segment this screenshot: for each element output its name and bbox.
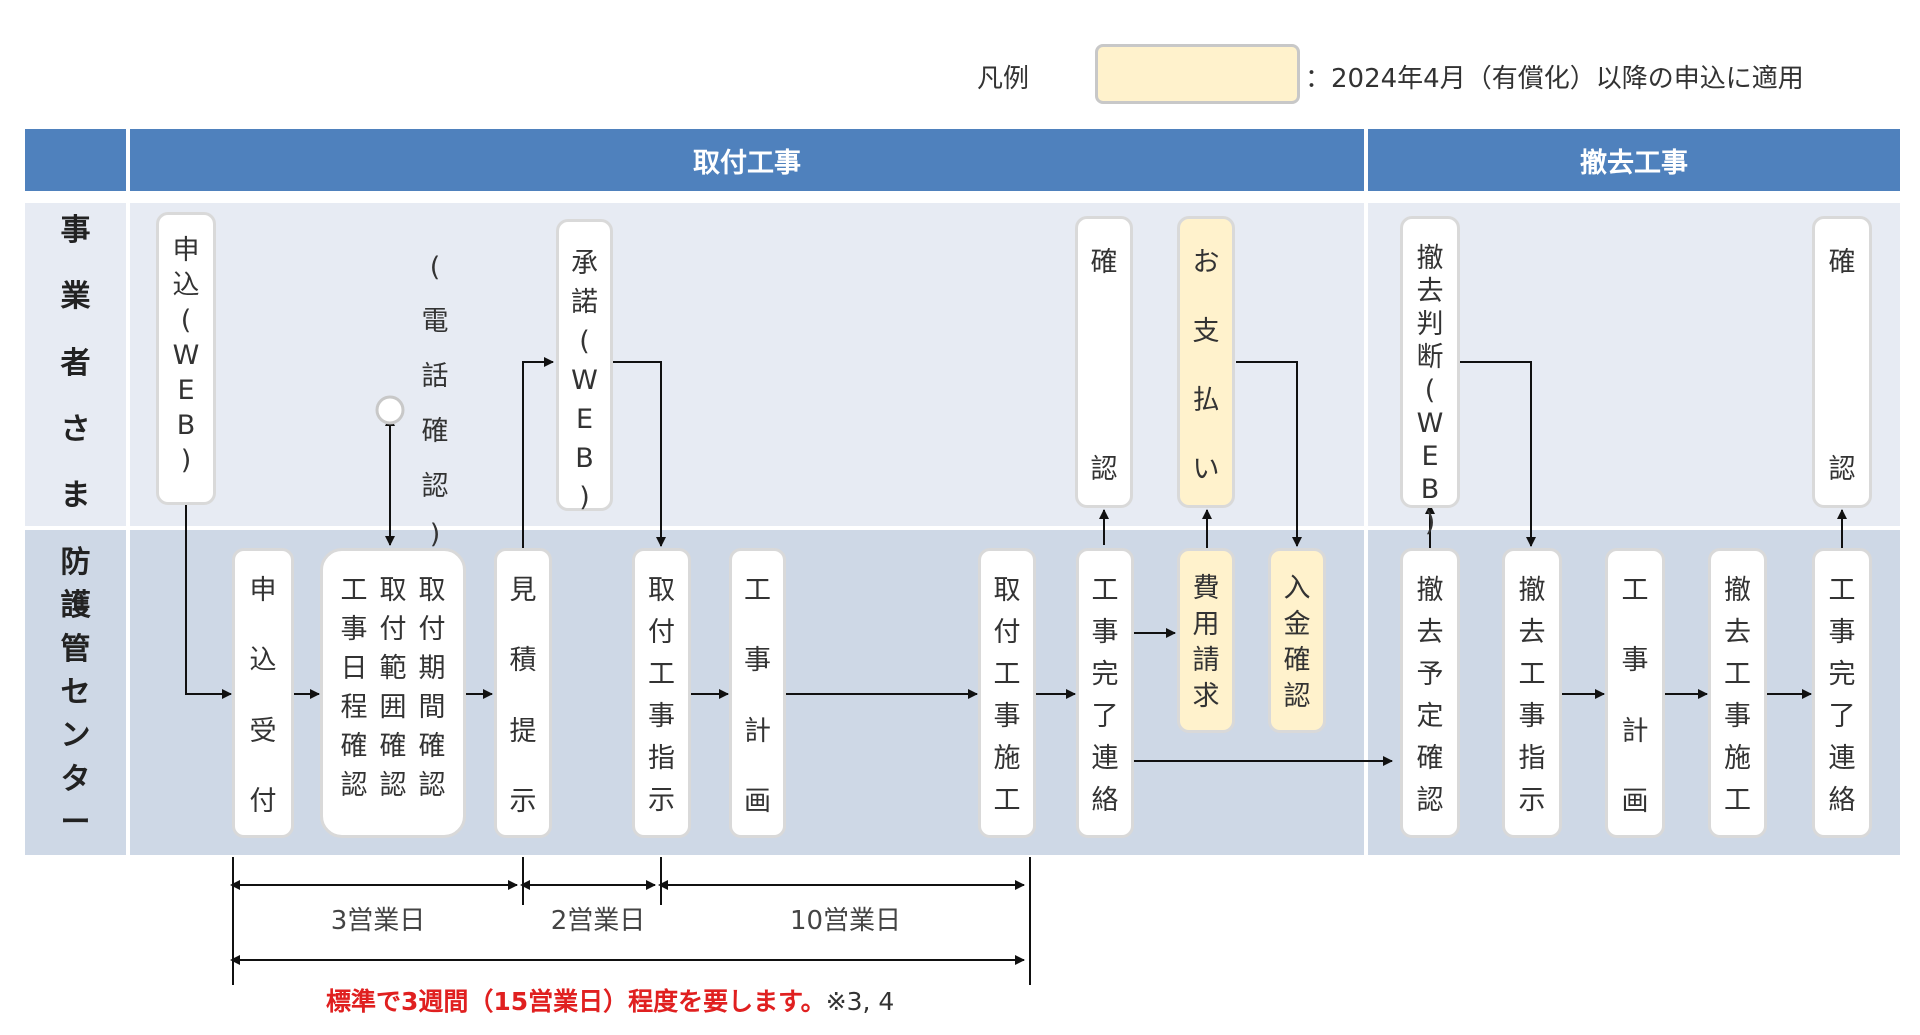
check-schedule-col: 工 事 日 程 確 認	[340, 575, 368, 801]
legend-swatch	[1095, 44, 1300, 104]
step-plan-1: 工 事 計 画	[729, 548, 786, 838]
duration-2-days: 2営業日	[550, 906, 646, 936]
step-receive: 申 込 受 付	[232, 548, 294, 838]
note-main: 標準で3週間（15営業日）程度を要します。	[326, 987, 826, 1016]
step-phone-confirm: ( 電 話 確 認 )	[421, 252, 449, 550]
step-confirm-1: 確 認	[1075, 216, 1133, 508]
step-approve-web: 承 諾 ( W E B )	[556, 219, 613, 511]
row-label-customer: 事 業 者 さ ま	[60, 213, 91, 513]
standard-duration-note: 標準で3週間（15営業日）程度を要します。※3, 4	[326, 982, 894, 1018]
step-billing: 費 用 請 求	[1177, 548, 1235, 733]
step-estimate: 見 積 提 示	[494, 548, 552, 838]
header-removal: 撤去工事	[1368, 129, 1900, 191]
step-removal-judge-web: 撤 去 判 断 ( W E B )	[1400, 216, 1460, 536]
lane-customer-install-bg	[130, 203, 1364, 526]
duration-10-days: 10営業日	[789, 906, 902, 936]
step-apply-web: 申 込 ( W E B )	[156, 212, 216, 505]
step-install-work: 取 付 工 事 施 工	[978, 548, 1036, 838]
step-complete-1: 工 事 完 了 連 絡	[1076, 548, 1134, 838]
note-ref: ※3, 4	[825, 987, 895, 1016]
step-removal-work: 撤 去 工 事 施 工	[1708, 548, 1767, 838]
legend-label: 凡例	[977, 64, 1030, 94]
legend-text: ：2024年4月（有償化）以降の申込に適用	[1305, 64, 1804, 94]
step-install-instruct: 取 付 工 事 指 示	[632, 548, 691, 838]
step-payment: お 支 払 い	[1177, 216, 1235, 508]
header-corner	[25, 129, 126, 191]
lane-customer-label-bg	[25, 203, 126, 526]
check-period-col: 取 付 期 間 確 認	[418, 575, 446, 801]
step-removal-schedule: 撤 去 予 定 確 認	[1400, 548, 1460, 838]
step-payment-check: 入 金 確 認	[1268, 548, 1326, 733]
row-label-center: 防 護 管 セ ン タ ー	[60, 545, 91, 840]
duration-3-days: 3営業日	[330, 906, 426, 936]
step-removal-instruct: 撤 去 工 事 指 示	[1502, 548, 1562, 838]
check-range-col: 取 付 範 囲 確 認	[379, 575, 407, 801]
step-checks: 取 付 期 間 確 認 取 付 範 囲 確 認 工 事 日 程 確 認	[320, 548, 466, 838]
step-complete-2: 工 事 完 了 連 絡	[1812, 548, 1872, 838]
header-install: 取付工事	[130, 129, 1364, 191]
step-confirm-2: 確 認	[1812, 216, 1872, 508]
step-plan-2: 工 事 計 画	[1605, 548, 1665, 838]
lane-center-label-bg	[25, 530, 126, 855]
